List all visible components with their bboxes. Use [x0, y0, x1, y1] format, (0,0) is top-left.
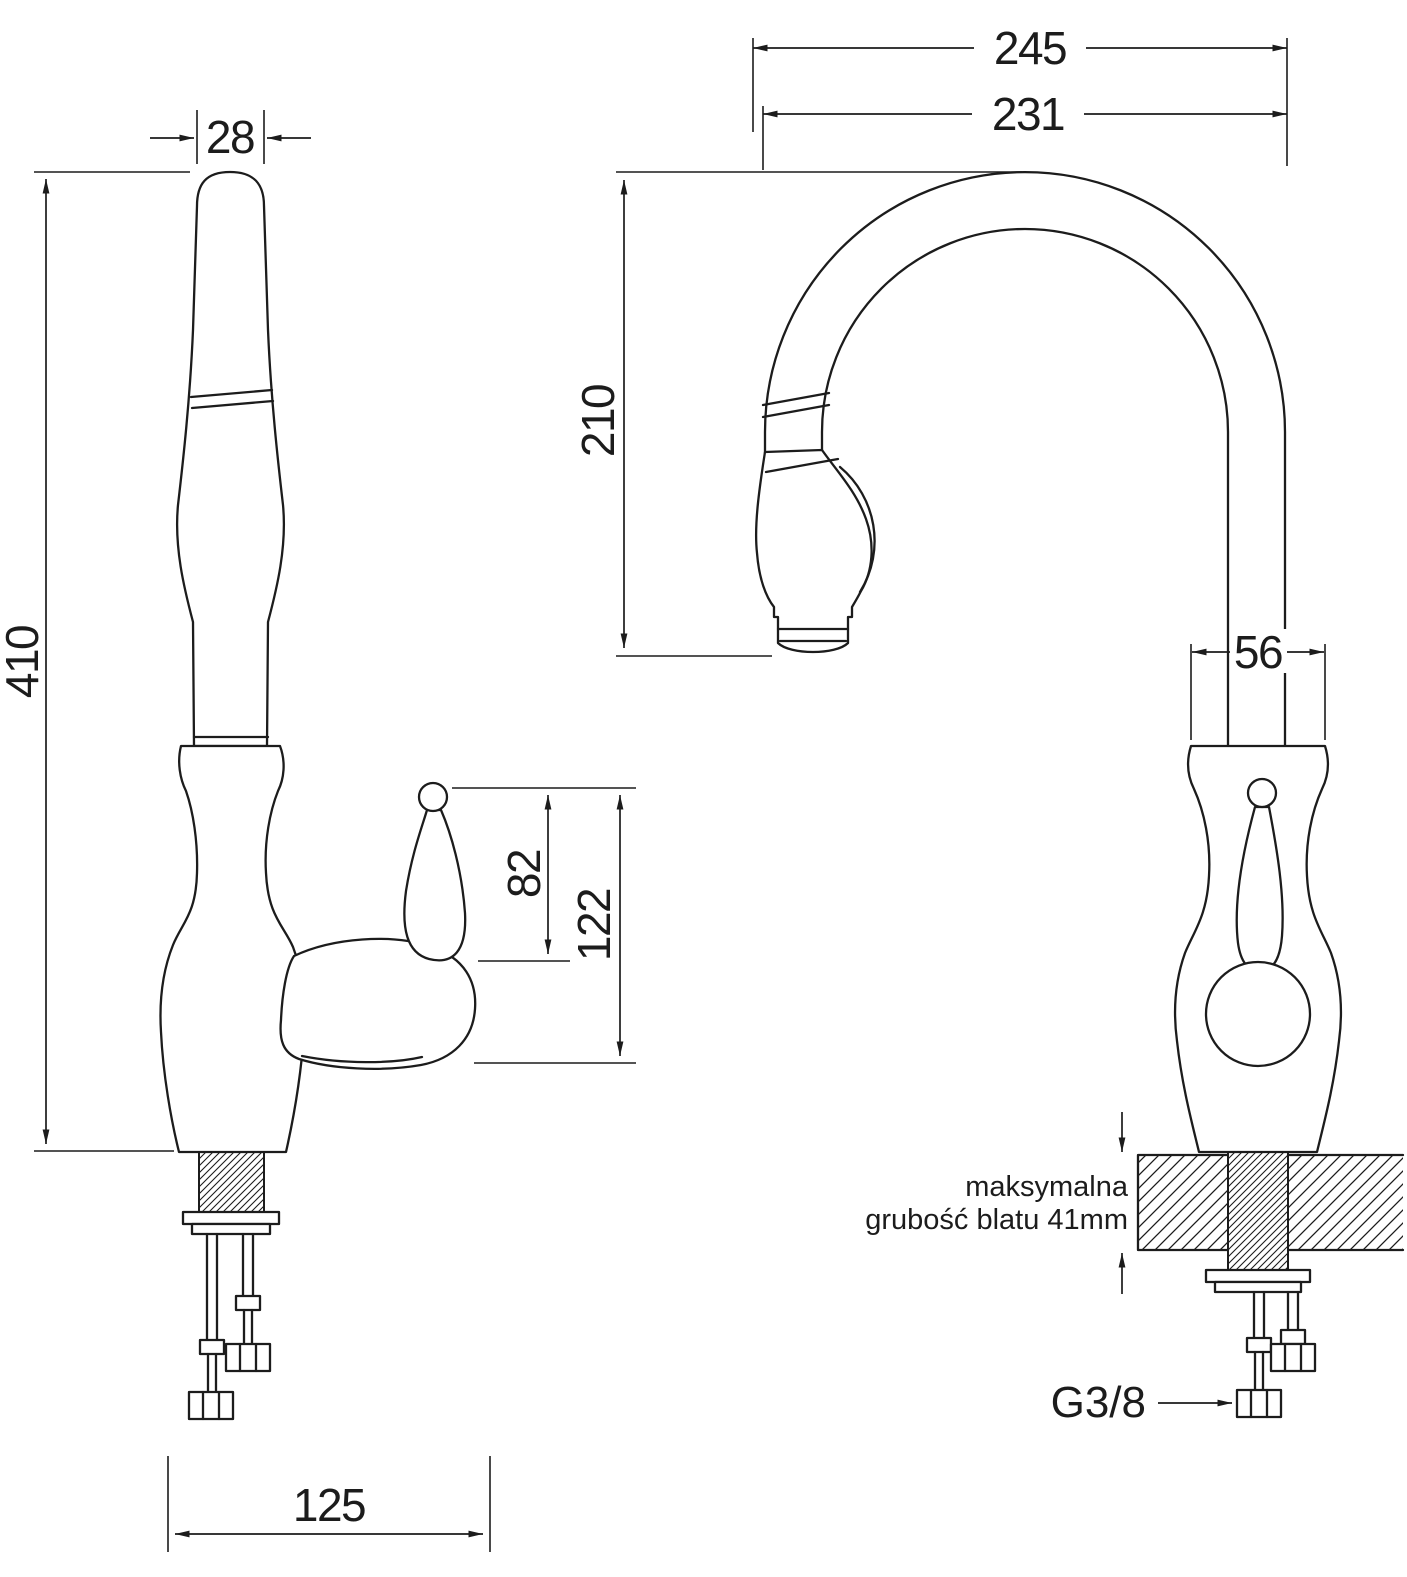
dim-spout-reach-label: 231 — [992, 88, 1064, 140]
spout-seam-lines — [189, 388, 275, 410]
dim-total-height: 410 — [0, 171, 190, 1152]
dim-lever-height-label: 82 — [498, 850, 550, 898]
dim-total-height-label: 410 — [0, 626, 48, 698]
dim-spout-height-label: 210 — [572, 385, 624, 457]
spout-tube-inner — [820, 227, 1230, 749]
dim-base-depth-label: 125 — [293, 1479, 365, 1531]
side-view-dimensions: 28 410 82 122 125 — [0, 110, 636, 1552]
hex-nut-right-front — [1269, 1342, 1317, 1373]
countertop-hatch-right — [1289, 1156, 1403, 1249]
supply-stud-left — [205, 1232, 219, 1342]
spout-outline — [175, 170, 286, 748]
thread-size-callout: G3/8 — [1051, 1378, 1232, 1427]
thread-size-label: G3/8 — [1051, 1378, 1146, 1427]
dim-spout-tip-width-label: 28 — [206, 111, 254, 163]
countertop-note-line2: grubość blatu 41mm — [865, 1204, 1128, 1236]
mounting-plate-lower — [190, 1222, 272, 1236]
mounting-plate-lower-front — [1213, 1280, 1303, 1294]
dim-lever-height: 82 — [452, 787, 636, 962]
supply-fitting-right — [234, 1294, 262, 1312]
dim-body-width-label: 56 — [1234, 626, 1282, 678]
mounting-plate-upper — [181, 1210, 281, 1226]
spray-head-details — [764, 457, 850, 643]
supply-hose-left — [206, 1352, 218, 1394]
supply-hose-right — [242, 1308, 254, 1346]
tube-seam-lines — [761, 391, 831, 419]
dim-handle-height-label: 122 — [568, 889, 620, 961]
pivot-cap-front — [1204, 960, 1312, 1068]
supply-stud-right — [241, 1232, 255, 1298]
dim-handle-height: 122 — [474, 795, 636, 1064]
dim-spout-reach: 231 — [762, 88, 1287, 170]
dim-base-depth: 125 — [167, 1456, 491, 1552]
spray-pull-lever — [838, 465, 876, 594]
countertop-thickness-note: maksymalna grubość blatu 41mm — [865, 1112, 1129, 1294]
supply-lines-front — [1235, 1290, 1317, 1419]
dim-spout-tip-width: 28 — [150, 110, 311, 164]
mounting-plate-upper-front — [1204, 1268, 1312, 1284]
hex-nut-left — [187, 1390, 235, 1421]
dim-overall-reach-label: 245 — [994, 22, 1066, 74]
handle-pivot-detail — [300, 1054, 424, 1064]
dim-overall-reach: 245 — [752, 22, 1288, 166]
countertop-outline — [1136, 1153, 1405, 1252]
handle-knob — [417, 781, 449, 813]
front-view-dimensions: 245 231 210 56 maksymalna — [572, 22, 1326, 1427]
dim-body-width: 56 — [1190, 626, 1326, 740]
countertop-hatch-left — [1139, 1156, 1227, 1249]
lever-knob-front — [1246, 777, 1278, 809]
hex-nut-right — [224, 1342, 272, 1373]
supply-lines — [187, 1232, 272, 1421]
countertop-note-line1: maksymalna — [965, 1171, 1129, 1203]
dim-spout-height: 210 — [572, 171, 1022, 657]
body-outline — [159, 744, 307, 1154]
hex-nut-g38 — [1235, 1388, 1283, 1419]
thread-stem — [198, 1151, 265, 1213]
handle-lever — [403, 808, 467, 962]
supply-fitting-left-front — [1245, 1336, 1273, 1354]
thread-stem-front — [1227, 1151, 1289, 1271]
supply-fitting-left — [198, 1338, 226, 1356]
spout-tube-outer — [763, 170, 1287, 749]
side-view — [159, 170, 477, 1421]
countertop — [1136, 1153, 1405, 1252]
dim-body-width-mask — [1230, 629, 1287, 673]
supply-fitting-right-front — [1279, 1328, 1307, 1346]
supply-stud-left-front — [1252, 1290, 1266, 1340]
supply-stud-right-front — [1286, 1290, 1300, 1332]
supply-hose-left-front — [1253, 1350, 1265, 1392]
front-view — [754, 170, 1405, 1419]
spray-head — [754, 448, 873, 654]
